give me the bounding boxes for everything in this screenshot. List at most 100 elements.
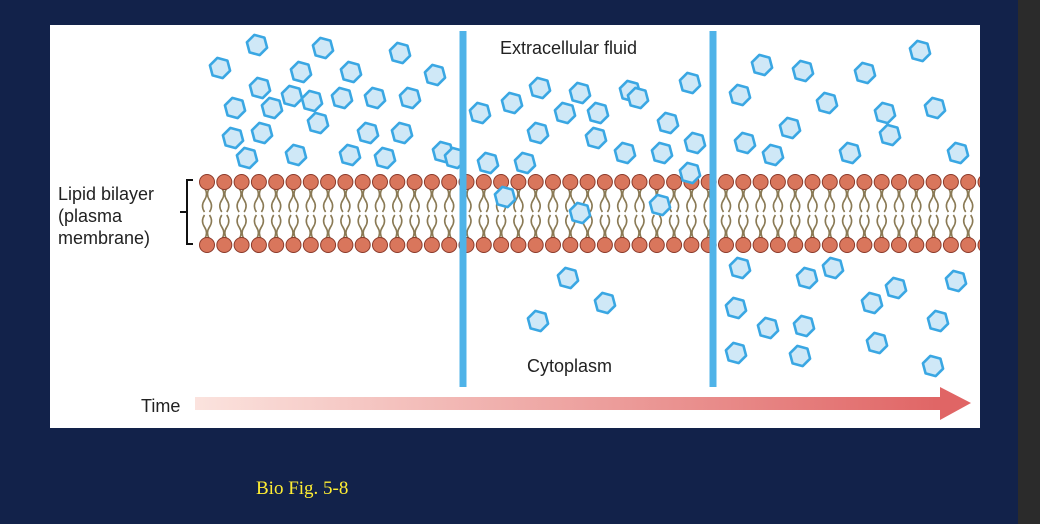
lipid-tail [288, 187, 299, 240]
lipid-head [908, 237, 925, 253]
lipid-head [631, 237, 648, 253]
lipid-head [631, 174, 648, 190]
lipid-head [769, 174, 786, 190]
panel-divider [709, 31, 717, 387]
solute-molecule [678, 71, 702, 95]
solute-molecule [683, 131, 707, 155]
lipid-tail [305, 187, 317, 240]
solute-molecule [235, 146, 259, 170]
lipid-tail [443, 187, 455, 240]
solute-molecule [493, 185, 517, 209]
solute-molecule [750, 53, 774, 77]
lipid-tail [945, 187, 957, 240]
lipid-tail [219, 187, 230, 240]
solute-molecule [300, 89, 324, 113]
solute-molecule [339, 60, 363, 84]
solute-molecule [921, 354, 945, 378]
lipid-head [510, 237, 527, 253]
lipid-head [320, 174, 337, 190]
solute-molecule [528, 76, 552, 100]
lipid-tail [824, 187, 836, 240]
lipid-head [562, 237, 579, 253]
figure-canvas: Extracellular fluid Cytoplasm Lipid bila… [58, 31, 980, 420]
solute-molecule [613, 141, 637, 165]
diffusion-figure: Extracellular fluid Cytoplasm Lipid bila… [50, 25, 980, 428]
lipid-bilayer [199, 174, 980, 253]
lipid-tail [876, 187, 887, 240]
solute-molecule [208, 56, 232, 80]
lipid-tail [530, 187, 541, 240]
solute-molecule [908, 39, 932, 63]
lipid-head [337, 174, 354, 190]
solute-molecule [728, 256, 752, 280]
lipid-head [735, 174, 752, 190]
lipid-head [787, 237, 804, 253]
solute-molecule [724, 296, 748, 320]
lipid-bilayer-label-line1: Lipid bilayer [58, 184, 154, 204]
lipid-tail [409, 187, 420, 240]
solute-molecule [280, 84, 304, 108]
lipid-tail [686, 187, 697, 240]
lipid-head [942, 174, 959, 190]
lipid-tail [807, 187, 818, 240]
lipid-tail [201, 187, 213, 240]
lipid-head [527, 237, 544, 253]
lipid-tail [599, 187, 611, 240]
cytoplasm-label: Cytoplasm [527, 356, 612, 376]
lipid-head [285, 174, 302, 190]
extracellular-fluid-label: Extracellular fluid [500, 38, 637, 58]
scrollbar-track[interactable] [1018, 0, 1040, 524]
lipid-head [199, 237, 215, 253]
solute-molecule [586, 101, 610, 125]
lipid-tail [236, 187, 247, 240]
solute-molecule [390, 121, 414, 145]
lipid-head [596, 174, 613, 190]
solute-molecule [656, 111, 680, 135]
solute-molecule [795, 266, 819, 290]
lipid-head [614, 237, 631, 253]
lipid-head [735, 237, 752, 253]
lipid-head [268, 174, 285, 190]
lipid-head [925, 174, 942, 190]
lipid-head [821, 174, 838, 190]
lipid-tail [841, 187, 853, 240]
solute-molecule [306, 111, 330, 135]
solute-molecule [311, 36, 335, 60]
lipid-head [337, 237, 354, 253]
solute-molecule [248, 76, 272, 100]
solute-molecule [260, 96, 284, 120]
lipid-head [354, 237, 371, 253]
time-arrow-head [940, 387, 971, 420]
solute-molecule [791, 59, 815, 83]
lipid-tail [392, 187, 403, 240]
solute-molecule [423, 63, 447, 87]
solute-molecule [815, 91, 839, 115]
solute-molecule [884, 276, 908, 300]
solute-molecule [284, 143, 308, 167]
solute-molecule [556, 266, 580, 290]
solute-molecule [500, 91, 524, 115]
lipid-head [839, 174, 856, 190]
solute-molecule [250, 121, 274, 145]
solute-molecule [513, 151, 537, 175]
lipid-head [423, 237, 440, 253]
solute-molecule [873, 101, 897, 125]
solute-molecule [388, 41, 412, 65]
lipid-head [977, 176, 980, 188]
lipid-head [718, 237, 734, 253]
lipid-head [683, 237, 700, 253]
lipid-head [441, 174, 458, 190]
lipid-head [648, 174, 665, 190]
solute-molecule [853, 61, 877, 85]
lipid-tail [322, 187, 334, 240]
lipid-head [372, 237, 388, 253]
lipid-head [891, 237, 907, 253]
lipid-head [960, 237, 977, 253]
lipid-head [839, 237, 856, 253]
solute-molecule [778, 116, 802, 140]
lipid-head [821, 237, 838, 253]
solute-molecule [944, 269, 968, 293]
lipid-tail [668, 187, 680, 240]
solute-molecule [356, 121, 380, 145]
lipid-tail [616, 187, 628, 240]
